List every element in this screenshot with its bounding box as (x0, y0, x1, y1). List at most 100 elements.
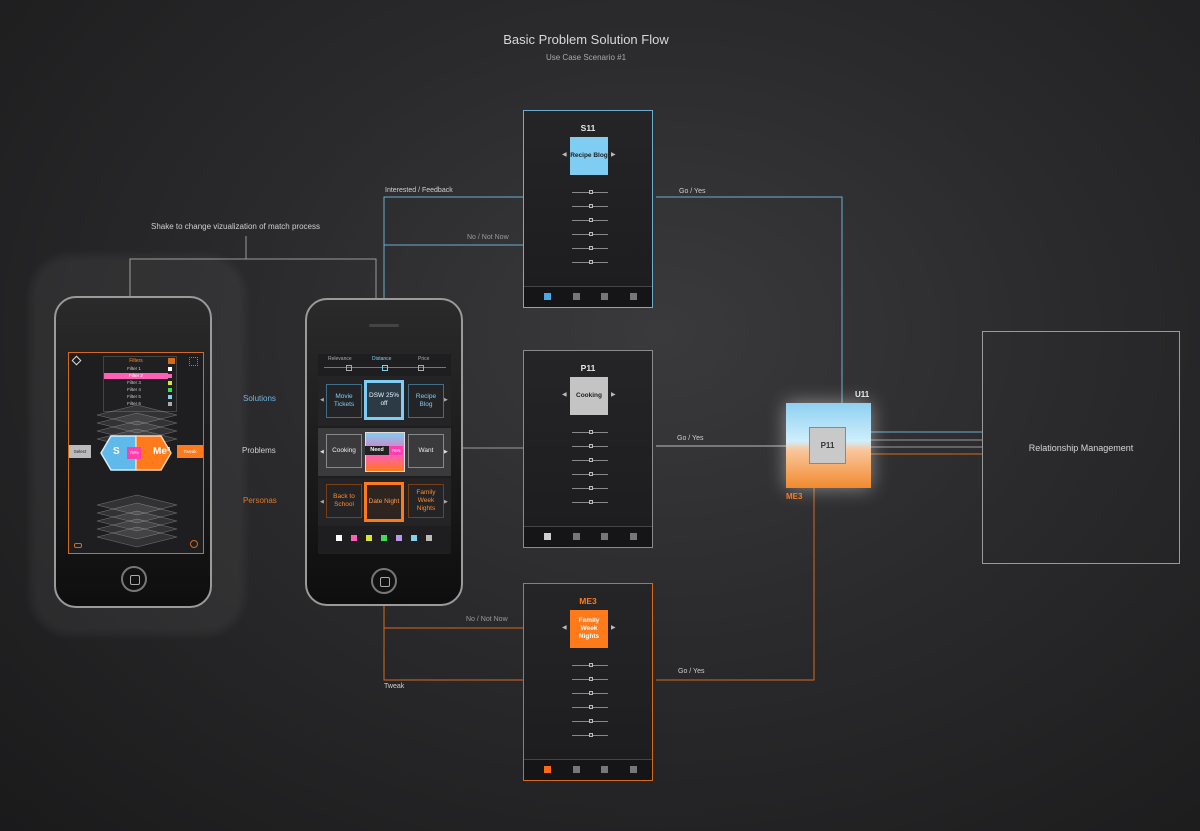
me3-screen[interactable]: ME3 ◀ Family Week Nights ▶ (523, 583, 653, 781)
tweak-annotation: Tweak (384, 683, 405, 690)
relationship-management-box[interactable]: Relationship Management (982, 331, 1180, 564)
select-tab[interactable]: Select (69, 445, 91, 458)
personas-left-arrow[interactable]: ◀ (320, 499, 324, 505)
persona-tile-selected[interactable]: Date Night (364, 482, 404, 522)
grid-icon[interactable] (189, 357, 198, 366)
slider[interactable] (572, 500, 608, 504)
me3-right-arrow[interactable]: ▶ (611, 625, 616, 631)
p11-right-arrow[interactable]: ▶ (611, 392, 616, 398)
color-filter-dot[interactable] (411, 535, 417, 541)
personas-right-arrow[interactable]: ▶ (444, 499, 448, 505)
slider[interactable] (572, 705, 608, 709)
footer-dot[interactable] (573, 533, 580, 540)
shake-annotation: Shake to change vizualization of match p… (151, 222, 320, 231)
s11-right-arrow[interactable]: ▶ (611, 152, 616, 158)
s-label: S (113, 446, 120, 457)
left-phone-home-button[interactable] (121, 566, 147, 592)
footer-dot[interactable] (573, 293, 580, 300)
slider[interactable] (572, 190, 608, 194)
diamond-icon[interactable] (71, 355, 82, 366)
slider[interactable] (572, 733, 608, 737)
problems-left-arrow[interactable]: ◀ (320, 449, 324, 455)
color-filter-dot[interactable] (381, 535, 387, 541)
footer-dot[interactable] (630, 533, 637, 540)
filter-item[interactable]: Filter 4 (127, 387, 141, 392)
color-filter-dot[interactable] (366, 535, 372, 541)
p11-screen[interactable]: P11 ◀ Cooking ▶ (523, 350, 653, 548)
color-filter-dot[interactable] (396, 535, 402, 541)
footer-dot[interactable] (630, 766, 637, 773)
filter-swatch (168, 395, 172, 399)
solutions-right-arrow[interactable]: ▶ (444, 397, 448, 403)
slider[interactable] (572, 444, 608, 448)
sort-slider[interactable] (324, 367, 446, 368)
me3-tile[interactable]: Family Week Nights (570, 610, 608, 648)
solution-tile[interactable]: Recipe Blog (408, 384, 444, 418)
slider[interactable] (572, 458, 608, 462)
slider[interactable] (572, 677, 608, 681)
filters-close[interactable] (168, 358, 175, 364)
slider[interactable] (572, 430, 608, 434)
sort-label-distance[interactable]: Distance (372, 356, 392, 362)
slider[interactable] (572, 719, 608, 723)
filters-header: Filters (129, 358, 143, 364)
slider[interactable] (572, 204, 608, 208)
p11-footer (524, 526, 652, 547)
circle-icon[interactable] (190, 540, 198, 548)
slider[interactable] (572, 246, 608, 250)
filter-item[interactable]: Filter 1 (127, 366, 141, 371)
s11-left-arrow[interactable]: ◀ (562, 152, 567, 158)
me3-left-arrow[interactable]: ◀ (562, 625, 567, 631)
filter-item[interactable]: Filter 3 (127, 380, 141, 385)
footer-dot[interactable] (601, 766, 608, 773)
footer-dot[interactable] (573, 766, 580, 773)
slider[interactable] (572, 472, 608, 476)
footer-dot-active[interactable] (544, 766, 551, 773)
slider[interactable] (572, 260, 608, 264)
p11-left-arrow[interactable]: ◀ (562, 392, 567, 398)
color-filter-dot[interactable] (336, 535, 342, 541)
persona-tile[interactable]: Family Week Nights (408, 484, 444, 518)
sort-label-price[interactable]: Price (418, 356, 430, 362)
problem-tile[interactable]: Cooking (326, 434, 362, 468)
tweak-tab[interactable]: Tweak (177, 445, 203, 458)
go-yes-middle: Go / Yes (677, 435, 704, 442)
sort-slider-thumb[interactable] (382, 365, 388, 371)
p11-tile[interactable]: Cooking (570, 377, 608, 415)
sort-label-relevance[interactable]: Relevance (328, 356, 352, 362)
go-yes-bottom: Go / Yes (678, 668, 705, 675)
footer-dot-active[interactable] (544, 533, 551, 540)
persona-tile[interactable]: Back to School (326, 484, 362, 518)
match-node[interactable]: P11 (786, 403, 871, 488)
problem-tile[interactable]: Want (408, 434, 444, 468)
slider[interactable] (572, 486, 608, 490)
filter-item[interactable]: Filter 5 (127, 394, 141, 399)
filter-item-selected[interactable]: Filter 2 (104, 373, 168, 379)
color-filter-dot[interactable] (426, 535, 432, 541)
problems-right-arrow[interactable]: ▶ (444, 449, 448, 455)
footer-dot[interactable] (601, 533, 608, 540)
color-filter-dot[interactable] (351, 535, 357, 541)
filter-swatch (168, 367, 172, 371)
filter-item[interactable]: Filter 6 (127, 401, 141, 406)
no-not-now-bottom: No / Not Now (466, 616, 508, 623)
footer-dot[interactable] (601, 293, 608, 300)
sort-slider-thumb[interactable] (418, 365, 424, 371)
solution-tile-selected[interactable]: DSW 25% off (364, 380, 404, 420)
solution-tile[interactable]: Movie Tickets (326, 384, 362, 418)
link-icon[interactable] (74, 543, 82, 548)
phone-speaker (369, 324, 399, 327)
slider[interactable] (572, 663, 608, 667)
slider[interactable] (572, 218, 608, 222)
center-phone-home-button[interactable] (371, 568, 397, 594)
s11-tile[interactable]: Recipe Blog (570, 137, 608, 175)
p11-title: P11 (580, 363, 596, 373)
footer-dot-active[interactable] (544, 293, 551, 300)
solutions-left-arrow[interactable]: ◀ (320, 397, 324, 403)
slider[interactable] (572, 691, 608, 695)
left-phone: Filters Filter 1 Filter 2 Filter 3 Filte… (54, 296, 212, 608)
footer-dot[interactable] (630, 293, 637, 300)
sort-slider-thumb[interactable] (346, 365, 352, 371)
s11-screen[interactable]: S11 ◀ Recipe Blog ▶ (523, 110, 653, 308)
slider[interactable] (572, 232, 608, 236)
